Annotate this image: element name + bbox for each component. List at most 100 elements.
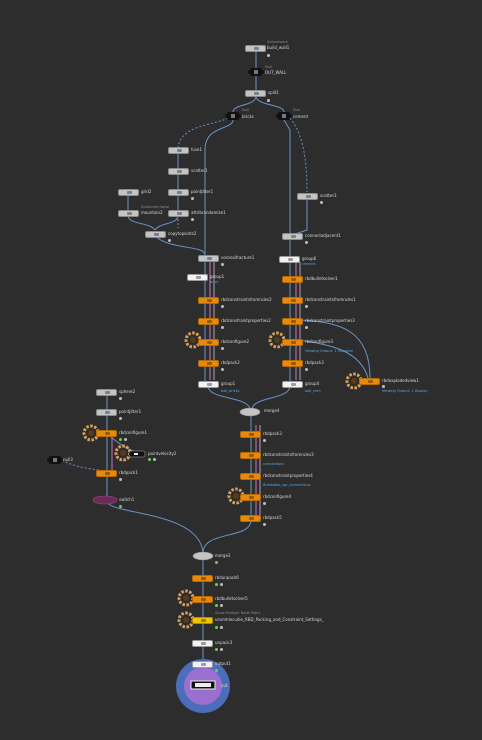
wire	[299, 339, 369, 379]
node-label: grid2	[141, 189, 152, 194]
node-label: rbdconstraintproperties3	[305, 318, 355, 323]
node-pointjitter1[interactable]	[168, 189, 189, 196]
node-label: rbdexplodedview1	[382, 378, 419, 383]
wire	[207, 385, 251, 411]
node-group-ball-cem[interactable]	[282, 381, 303, 388]
node-grid2[interactable]	[118, 189, 139, 196]
node-rbdbulletsolver5[interactable]	[192, 596, 213, 603]
status-flag	[305, 241, 308, 244]
node-rbdconstraintprops-right[interactable]	[282, 318, 303, 325]
node-label: cement	[293, 114, 309, 119]
node-rbdconfigure1[interactable]	[96, 430, 117, 437]
node-group-ball-bricks[interactable]	[198, 381, 219, 388]
node-label: rbdpack1	[119, 470, 138, 475]
status-flag	[124, 438, 127, 441]
node-comment: Null	[242, 108, 249, 112]
node-sublabel: ball_cem	[305, 389, 321, 393]
node-label: null3	[63, 457, 73, 462]
node-rbd-subnet[interactable]	[192, 617, 213, 624]
wire	[299, 319, 371, 379]
node-rbdpack3[interactable]	[282, 360, 303, 367]
node-comment: Subdivide Noise	[141, 205, 170, 209]
node-rbdconfigure4[interactable]	[240, 494, 261, 501]
status-flag	[153, 458, 156, 461]
switch-node-shape	[92, 495, 118, 505]
node-label: attribrandomize1	[191, 210, 226, 215]
node-label: group1	[210, 274, 225, 279]
node-rbdpack1[interactable]	[96, 470, 117, 477]
null-icon[interactable]	[46, 454, 64, 466]
wire	[204, 119, 234, 255]
node-rbdconstraints-right[interactable]	[282, 297, 303, 304]
node-copytopoints2[interactable]	[145, 231, 166, 238]
status-flag	[168, 239, 171, 242]
node-sublabel: connections	[263, 462, 285, 466]
status-flag	[263, 502, 266, 505]
node-group-cement[interactable]	[279, 256, 300, 263]
node-sphere2[interactable]	[96, 389, 117, 396]
null-icon[interactable]	[224, 110, 242, 122]
node-rbdconfigure2[interactable]	[198, 339, 219, 346]
node-rbdconstraintprops-left[interactable]	[198, 318, 219, 325]
node-scatter1[interactable]	[168, 168, 189, 175]
node-rbdunpack6[interactable]	[192, 575, 213, 582]
node-rbdconstraints-left[interactable]	[198, 297, 219, 304]
display-flag	[119, 438, 122, 441]
node-label: rbdpack2	[221, 360, 240, 365]
node-fuse[interactable]	[168, 147, 189, 154]
display-flag	[215, 626, 218, 629]
node-unpack3[interactable]	[192, 640, 213, 647]
node-label: split1	[268, 90, 279, 95]
node-group-bricks[interactable]	[187, 274, 208, 281]
status-flag	[221, 305, 224, 308]
node-label: build_wall1	[267, 45, 290, 50]
node-label: connectadjacent1	[305, 233, 341, 238]
node-label: rbdpack5	[263, 515, 282, 520]
node-rbdbulletsolver1[interactable]	[282, 276, 303, 283]
wire	[232, 95, 257, 113]
node-label: rbdpack3	[263, 431, 282, 436]
node-sublabel: ball_bricks	[221, 389, 240, 393]
node-rbdexplodedview[interactable]	[359, 378, 380, 385]
node-rbdconfigure3[interactable]	[282, 339, 303, 346]
merge4-shape	[239, 407, 261, 417]
node-mountain2[interactable]	[118, 210, 139, 217]
node-rbdconstraintprops4[interactable]	[240, 473, 261, 480]
node-voronoifracture[interactable]	[198, 255, 219, 262]
node-rbdpack-m[interactable]	[240, 431, 261, 438]
node-comment: Subnetwork	[267, 40, 288, 44]
node-split[interactable]	[245, 90, 266, 97]
status-flag	[263, 523, 266, 526]
node-attribrandomize1[interactable]	[168, 210, 189, 217]
node-rbdconstraintsfromrules3[interactable]	[240, 452, 261, 459]
status-flag	[305, 326, 308, 329]
node-connectadjacent1[interactable]	[282, 233, 303, 240]
pointvelocity-icon[interactable]	[128, 450, 146, 458]
node-scatter3[interactable]	[297, 193, 318, 200]
node-rbdpack2[interactable]	[198, 360, 219, 367]
node-rbdpack5[interactable]	[240, 515, 261, 522]
wire	[154, 214, 179, 231]
null-icon[interactable]	[247, 66, 265, 78]
node-label: rbdpack3	[305, 360, 324, 365]
status-flag	[119, 478, 122, 481]
dashed-wire	[61, 459, 108, 473]
node-label: unpack3	[215, 640, 233, 645]
status-flag	[305, 305, 308, 308]
node-pointjitter2[interactable]	[96, 409, 117, 416]
node-label: merge4	[264, 408, 280, 413]
display-flag	[215, 669, 218, 672]
node-label: rbdconstraintsfromrules3	[263, 452, 314, 457]
null-icon[interactable]	[275, 110, 293, 122]
node-label: rbdconfigure4	[263, 494, 292, 499]
dashed-wire	[289, 117, 308, 193]
status-flag	[220, 583, 223, 586]
status-flag	[220, 648, 223, 651]
node-output1[interactable]	[192, 661, 213, 668]
display-flag	[148, 458, 151, 461]
output-icon[interactable]	[190, 680, 216, 690]
node-label: rbdconfigure3	[305, 339, 334, 344]
node-build-wall[interactable]	[245, 45, 266, 52]
